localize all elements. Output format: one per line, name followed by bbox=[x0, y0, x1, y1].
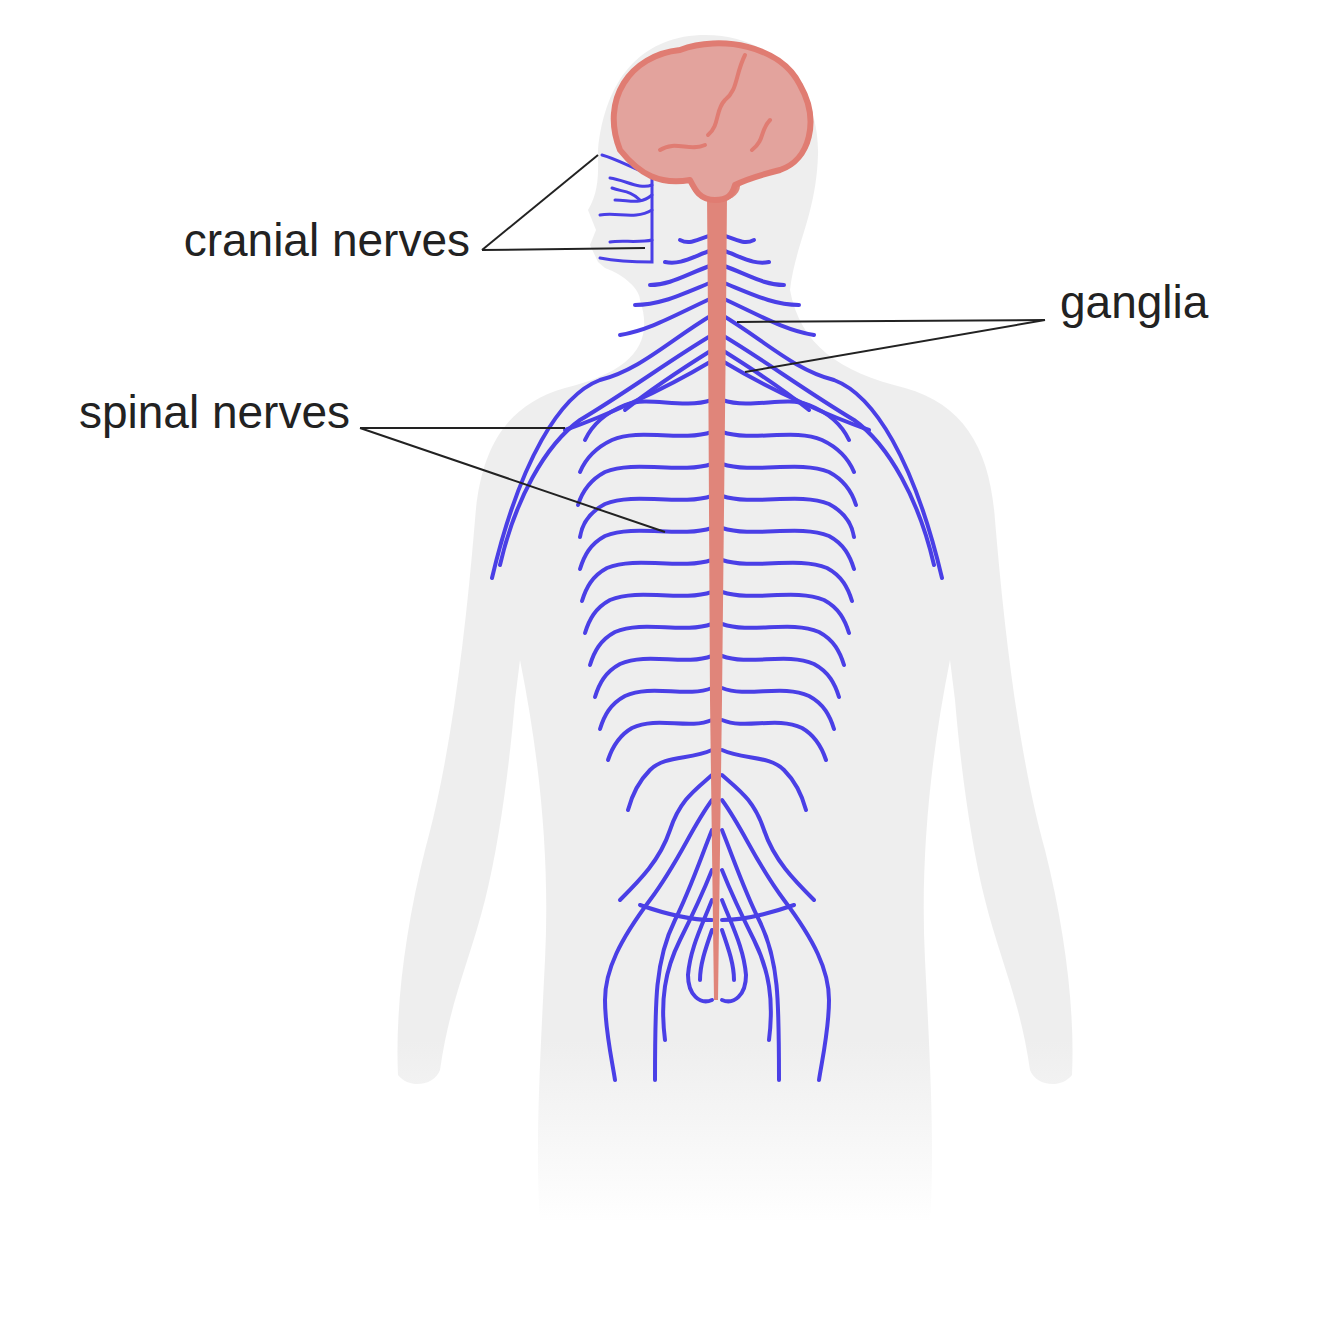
leader-lines bbox=[360, 155, 1045, 532]
spinal-nerves-right bbox=[722, 235, 942, 1080]
brain-folds bbox=[660, 55, 770, 150]
nerve-group-label: ganglia bbox=[1060, 277, 1208, 328]
spinal-cord bbox=[707, 195, 727, 1000]
nerve-group-label: cranial nerves bbox=[184, 215, 470, 266]
nerve-group-label: spinal nerves bbox=[79, 387, 350, 438]
brain bbox=[614, 43, 811, 200]
body-silhouette bbox=[397, 35, 1072, 1220]
spinal-nerves-left bbox=[492, 235, 712, 1080]
